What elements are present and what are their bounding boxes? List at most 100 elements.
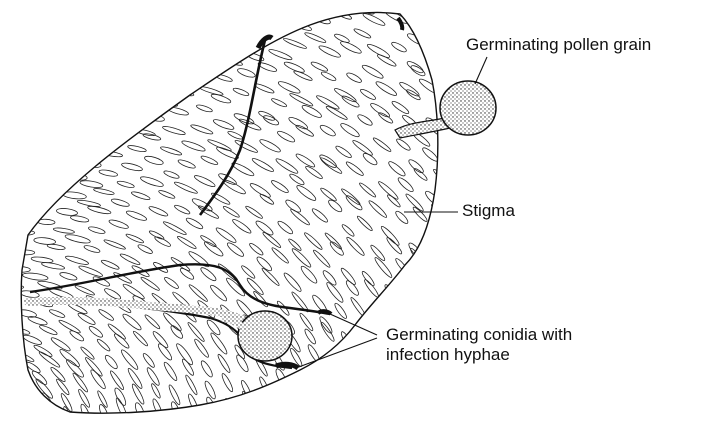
papilla-cell <box>66 20 89 27</box>
papilla-cell <box>191 0 215 4</box>
conidia-label-line1: Germinating conidia with <box>386 325 572 345</box>
papilla-cell <box>40 182 59 187</box>
papilla-cell <box>440 385 451 405</box>
papilla-cell <box>484 151 505 172</box>
papilla-cell <box>0 184 5 194</box>
papilla-cell <box>3 207 22 214</box>
papilla-cell <box>499 140 519 160</box>
papilla-cell <box>11 135 37 143</box>
papilla-cell <box>366 386 380 411</box>
papilla-cell <box>452 260 469 280</box>
papilla-cell <box>0 256 3 265</box>
papilla-cell <box>35 103 53 111</box>
pollen-grain-label: Germinating pollen grain <box>466 35 651 55</box>
papilla-cell <box>153 97 178 108</box>
papilla-cell <box>479 288 492 305</box>
papilla-cell <box>424 27 447 44</box>
papilla-cell <box>0 223 20 231</box>
papilla-cell <box>526 202 545 222</box>
papilla-cell <box>346 355 359 375</box>
papilla-cell <box>101 32 118 37</box>
papilla-cell <box>195 60 221 73</box>
papilla-cell <box>1 40 21 50</box>
papilla-cell <box>110 74 132 82</box>
papilla-cell <box>0 320 17 326</box>
papilla-cell <box>475 391 489 414</box>
papilla-cell <box>184 73 204 83</box>
papilla-cell <box>259 16 279 28</box>
papilla-cell <box>514 219 530 237</box>
papilla-cell <box>346 362 361 383</box>
papilla-cell <box>487 252 502 271</box>
papilla-cell <box>18 212 37 218</box>
papilla-cell <box>75 42 100 48</box>
papilla-cell <box>33 48 59 55</box>
papilla-cell <box>539 237 556 257</box>
papilla-cell <box>137 68 163 77</box>
papilla-cell <box>20 193 38 199</box>
papilla-cell <box>98 90 122 97</box>
papilla-cell <box>0 279 11 285</box>
papilla-cell <box>320 0 341 9</box>
papilla-cell <box>530 211 550 234</box>
papilla-cell <box>455 363 468 381</box>
papilla-cell <box>453 267 471 289</box>
papilla-cell <box>513 168 531 187</box>
papilla-cell <box>522 248 542 272</box>
papilla-cell <box>27 9 51 19</box>
papilla-cell <box>4 343 25 353</box>
papilla-cell <box>5 170 25 179</box>
papilla-cell <box>152 34 170 41</box>
papilla-cell <box>365 370 380 392</box>
papilla-cell <box>546 265 563 287</box>
papilla-cell <box>97 50 116 55</box>
papilla-cell <box>0 75 12 85</box>
papilla-cell <box>240 25 264 38</box>
papilla-cell <box>59 92 76 99</box>
papilla-cell <box>512 391 524 411</box>
papilla-cell <box>517 296 533 318</box>
conidia-label-line2: infection hyphae <box>386 345 510 365</box>
papilla-cell <box>260 399 272 421</box>
papilla-cell <box>169 43 186 51</box>
papilla-cell <box>19 63 42 71</box>
papilla-cell <box>27 177 50 184</box>
papilla-cell <box>210 6 234 17</box>
papilla-cell <box>46 127 65 133</box>
papilla-cell <box>93 10 111 15</box>
papilla-cell <box>438 375 450 392</box>
papilla-cell <box>444 52 468 70</box>
papilla-cell <box>310 369 327 394</box>
papilla-cell <box>456 380 471 404</box>
papilla-cell <box>44 405 56 427</box>
papilla-cell <box>475 173 493 191</box>
papilla-cell <box>12 80 34 88</box>
papilla-cell <box>188 55 212 67</box>
papilla-cell <box>187 11 205 20</box>
papilla-cell <box>442 233 461 254</box>
papilla-cell <box>462 293 476 310</box>
papilla-cell <box>2 22 21 32</box>
papilla-cell <box>460 181 476 197</box>
papilla-cell <box>250 0 276 1</box>
papilla-cell <box>500 236 520 260</box>
papilla-cell <box>115 38 138 44</box>
papilla-cell <box>462 146 478 162</box>
papilla-cell <box>566 387 577 405</box>
papilla-cell <box>55 53 72 60</box>
papilla-cell <box>422 381 433 399</box>
papilla-cell <box>75 117 93 124</box>
papilla-cell <box>128 4 149 10</box>
papilla-cell <box>475 133 494 151</box>
papilla-cell <box>447 195 462 210</box>
papilla-cell <box>131 105 156 115</box>
papilla-cell <box>551 287 569 311</box>
papilla-cell <box>456 174 472 190</box>
papilla-cell <box>437 275 454 296</box>
papilla-cell <box>9 153 31 162</box>
papilla-cell <box>0 221 6 230</box>
papilla-cell <box>3 59 22 69</box>
papilla-cell <box>528 267 545 288</box>
papilla-cell <box>81 141 106 149</box>
papilla-cell <box>403 391 416 412</box>
